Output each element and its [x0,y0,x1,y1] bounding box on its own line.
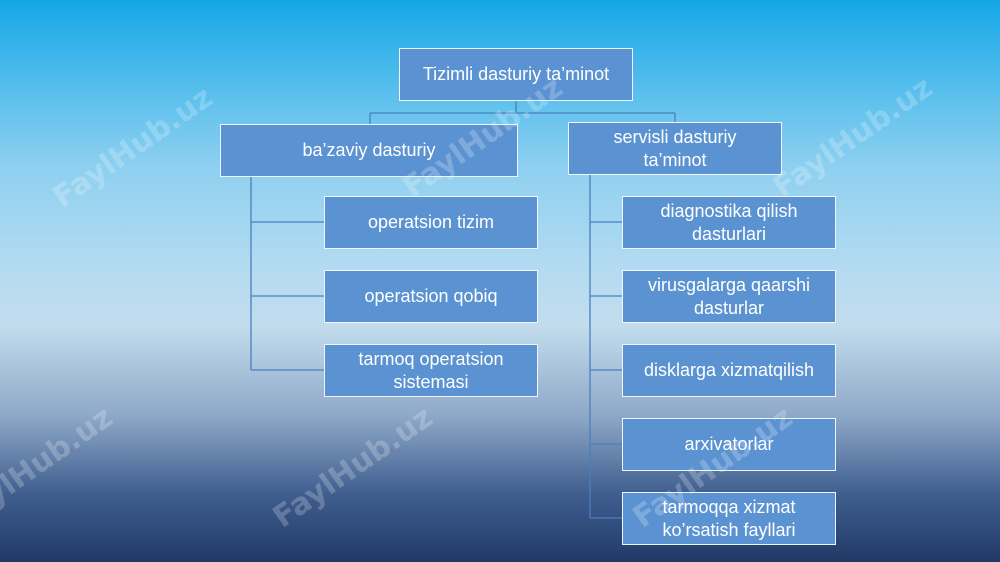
leaf-node-tarmoq-operatsion: tarmoq operatsion sistemasi [324,344,538,397]
leaf-node-virusgalarga: virusgalarga qaarshi dasturlar [622,270,836,323]
leaf-node-label: tarmoqqa xizmat ko’rsatish fayllari [662,496,796,540]
leaf-node-arxivatorlar: arxivatorlar [622,418,836,471]
leaf-node-tarmoqqa-xizmat: tarmoqqa xizmat ko’rsatish fayllari [622,492,836,545]
leaf-node-operatsion-tizim: operatsion tizim [324,196,538,249]
branch-node-label: servisli dasturiy ta’minot [613,126,737,170]
leaf-node-disklarga: disklarga xizmatqilish [622,344,836,397]
leaf-node-diagnostika: diagnostika qilish dasturlari [622,196,836,249]
branch-node-servisli: servisli dasturiy ta’minot [568,122,782,175]
leaf-node-label: arxivatorlar [684,434,774,454]
leaf-node-label: tarmoq operatsion sistemasi [358,348,504,392]
leaf-node-label: operatsion qobiq [364,286,498,306]
root-node-label: Tizimli dasturiy ta’minot [422,64,610,84]
leaf-node-operatsion-qobiq: operatsion qobiq [324,270,538,323]
leaf-node-label: operatsion tizim [367,212,495,232]
root-node: Tizimli dasturiy ta’minot [399,48,633,101]
leaf-node-label: virusgalarga qaarshi dasturlar [647,274,811,318]
leaf-node-label: disklarga xizmatqilish [643,360,815,380]
leaf-node-label: diagnostika qilish dasturlari [660,200,798,244]
branch-node-bazaviy: ba’zaviy dasturiy [220,124,518,177]
branch-node-label: ba’zaviy dasturiy [302,140,436,160]
